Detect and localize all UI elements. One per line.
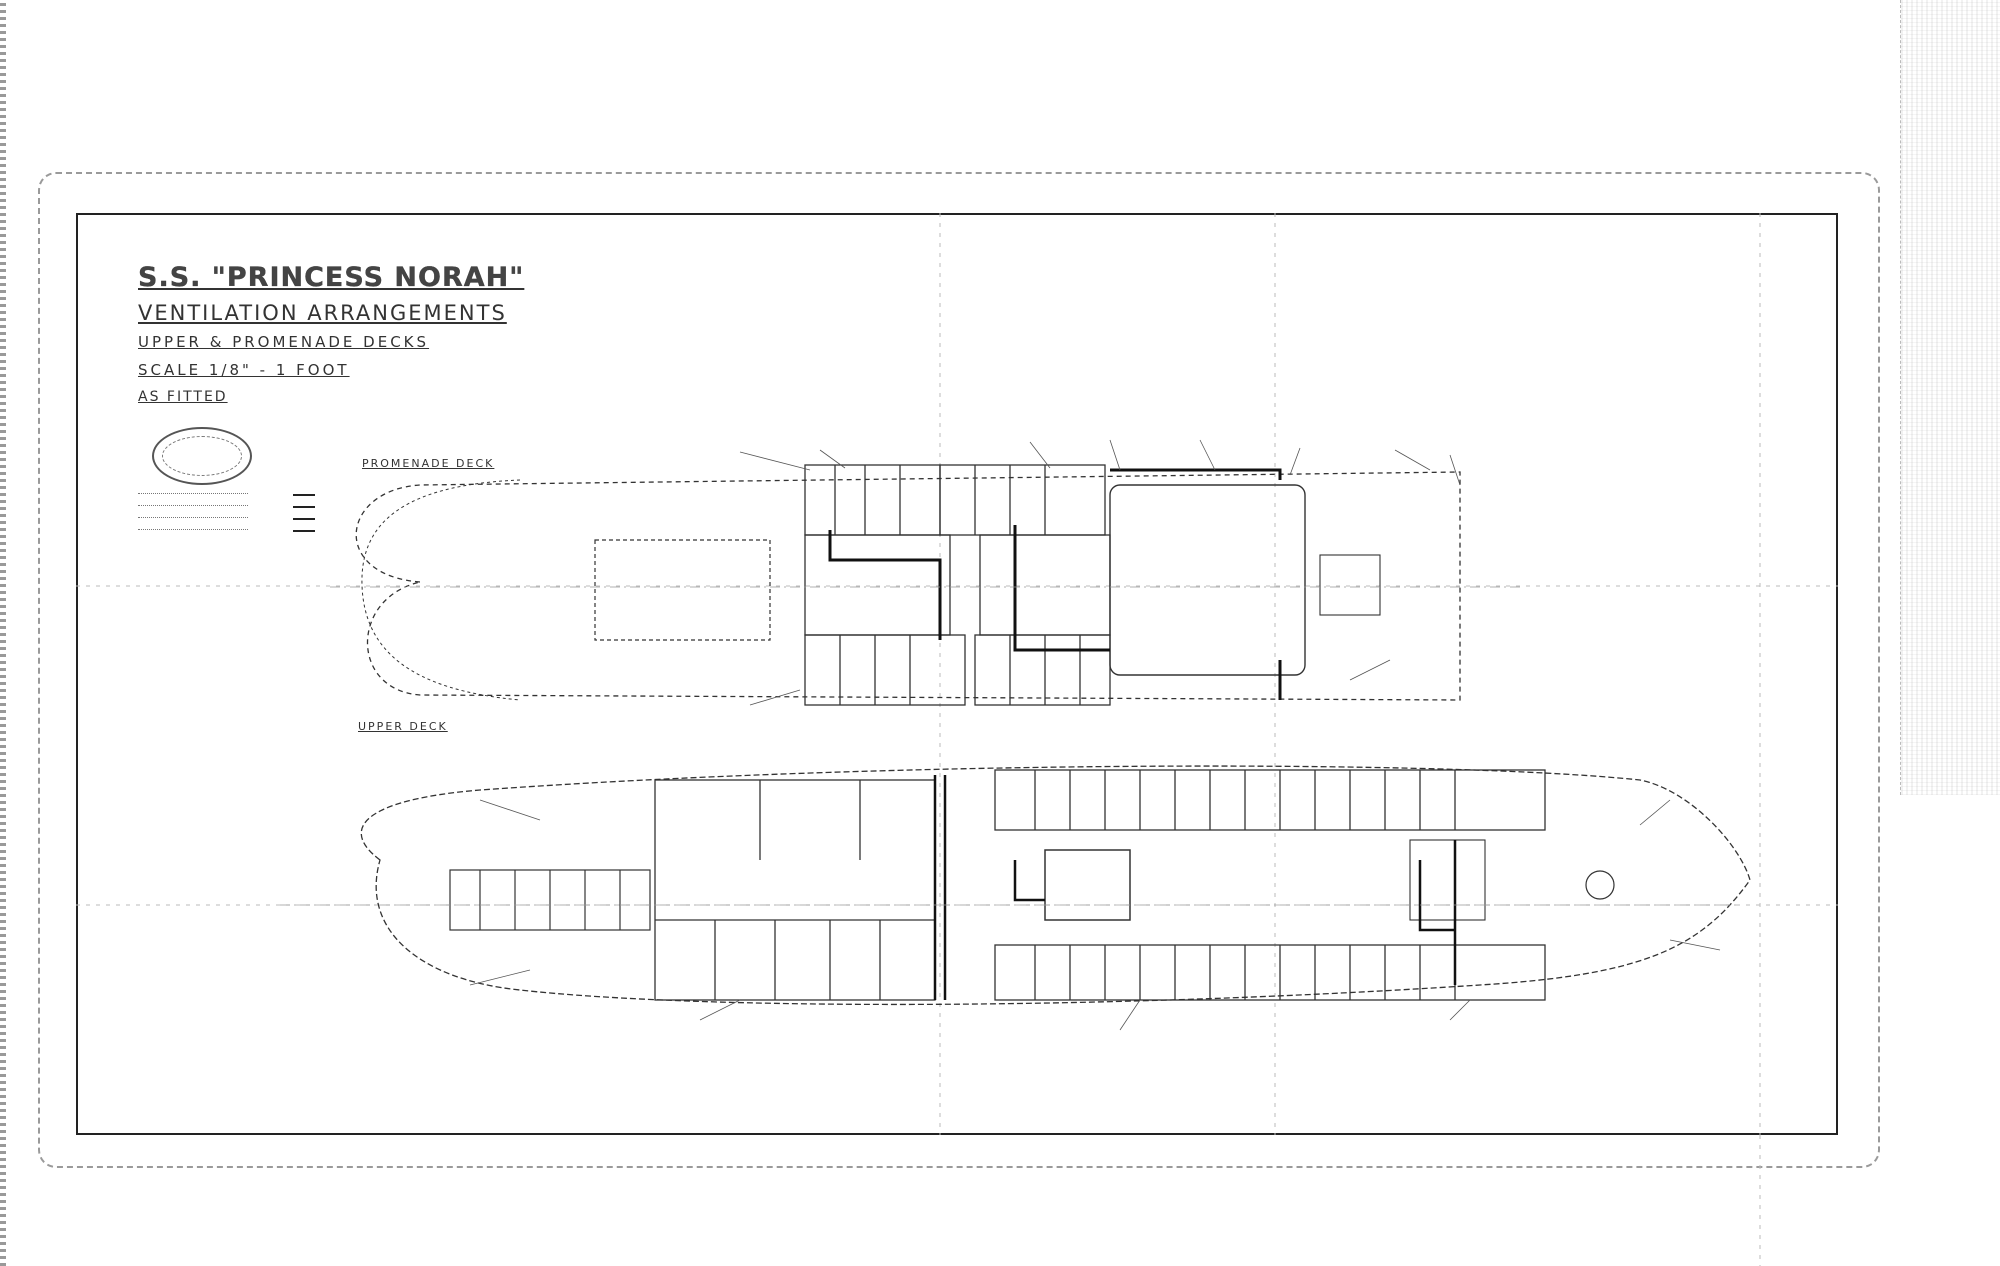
title-block: S.S. "PRINCESS NORAH" VENTILATION ARRANG…	[138, 262, 538, 405]
drawing-subtitle: VENTILATION ARRANGEMENTS	[138, 301, 507, 325]
approval-stamp	[152, 427, 252, 485]
upper-hull-outline	[360, 765, 1751, 1006]
upper-cabins-port	[994, 769, 1546, 831]
observation-room	[1109, 484, 1306, 676]
drawing-title: S.S. "PRINCESS NORAH"	[138, 262, 525, 293]
legend-row	[138, 502, 323, 511]
upper-aft-room	[1409, 839, 1486, 921]
sheet-outer-border	[38, 172, 1880, 1168]
upper-cabins-starboard	[994, 944, 1546, 1001]
promenade-deck-label: PROMENADE DECK	[362, 457, 495, 470]
legend-row	[138, 526, 323, 535]
legend-row	[138, 490, 323, 499]
upper-deck-plan	[280, 765, 1751, 1006]
scan-edge	[0, 0, 6, 1266]
upper-cabins-fwd	[449, 869, 651, 931]
upper-ducts	[933, 775, 1457, 1000]
upper-central-lounge	[1044, 849, 1131, 921]
upper-deck-label: UPPER DECK	[358, 720, 448, 733]
scan-margin-strip	[1900, 0, 2000, 795]
legend	[138, 490, 323, 540]
aft-deck-house	[1319, 554, 1381, 616]
upper-saloon-fwd	[654, 779, 936, 1001]
forward-saloon	[594, 539, 771, 641]
promenade-ducts	[828, 468, 1282, 700]
promenade-cabins-fwd	[804, 464, 966, 706]
steering-gear	[1585, 870, 1615, 900]
decks-caption: UPPER & PROMENADE DECKS	[138, 333, 430, 351]
scale-caption: SCALE 1/8" - 1 FOOT	[138, 361, 350, 379]
promenade-hull-outline	[355, 471, 1461, 701]
promenade-deck-plan	[330, 464, 1520, 706]
drawing-border	[76, 213, 1838, 1135]
construction-lines	[76, 213, 1838, 1266]
legend-row	[138, 514, 323, 523]
status-caption: AS FITTED	[138, 389, 228, 405]
promenade-bow-curve	[361, 479, 521, 701]
annotation-leaders	[469, 439, 1721, 1031]
